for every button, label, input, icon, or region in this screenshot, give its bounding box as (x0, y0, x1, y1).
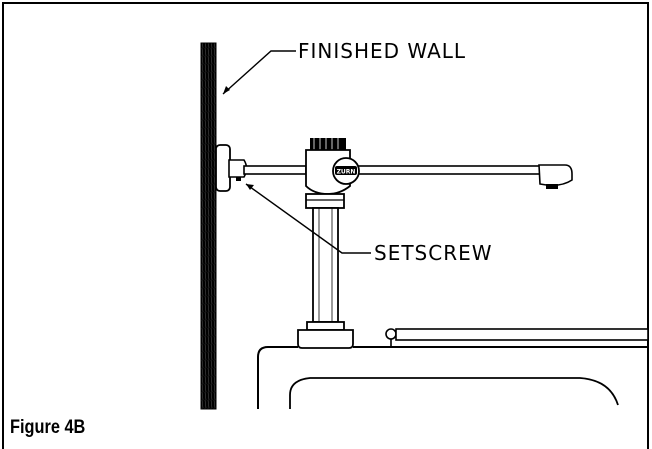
support-arm (243, 165, 307, 175)
valve-cap (310, 138, 346, 150)
handle-tip (538, 164, 573, 187)
finished-wall (200, 42, 217, 410)
coupling-nut (305, 193, 345, 209)
trip-lever-knob (385, 328, 397, 340)
wall-flange (215, 144, 231, 192)
setscrew-label: SETSCREW (374, 241, 493, 265)
finished-wall-label: FINISHED WALL (298, 39, 466, 63)
setscrew-leader (245, 183, 371, 254)
trip-lever-arm (395, 328, 649, 341)
tank-inner-curve (289, 377, 619, 409)
spud-flange (297, 329, 354, 349)
figure-caption: Figure 4B (10, 417, 86, 438)
tank-outline (257, 346, 648, 409)
finished-wall-leader (222, 50, 296, 95)
handle-arm (345, 165, 541, 175)
flush-tube (312, 207, 339, 323)
handle-tip-cap (546, 184, 558, 189)
spud-nut (306, 321, 345, 331)
zurn-badge-text: ZURN (337, 169, 356, 176)
setscrew (236, 177, 241, 181)
